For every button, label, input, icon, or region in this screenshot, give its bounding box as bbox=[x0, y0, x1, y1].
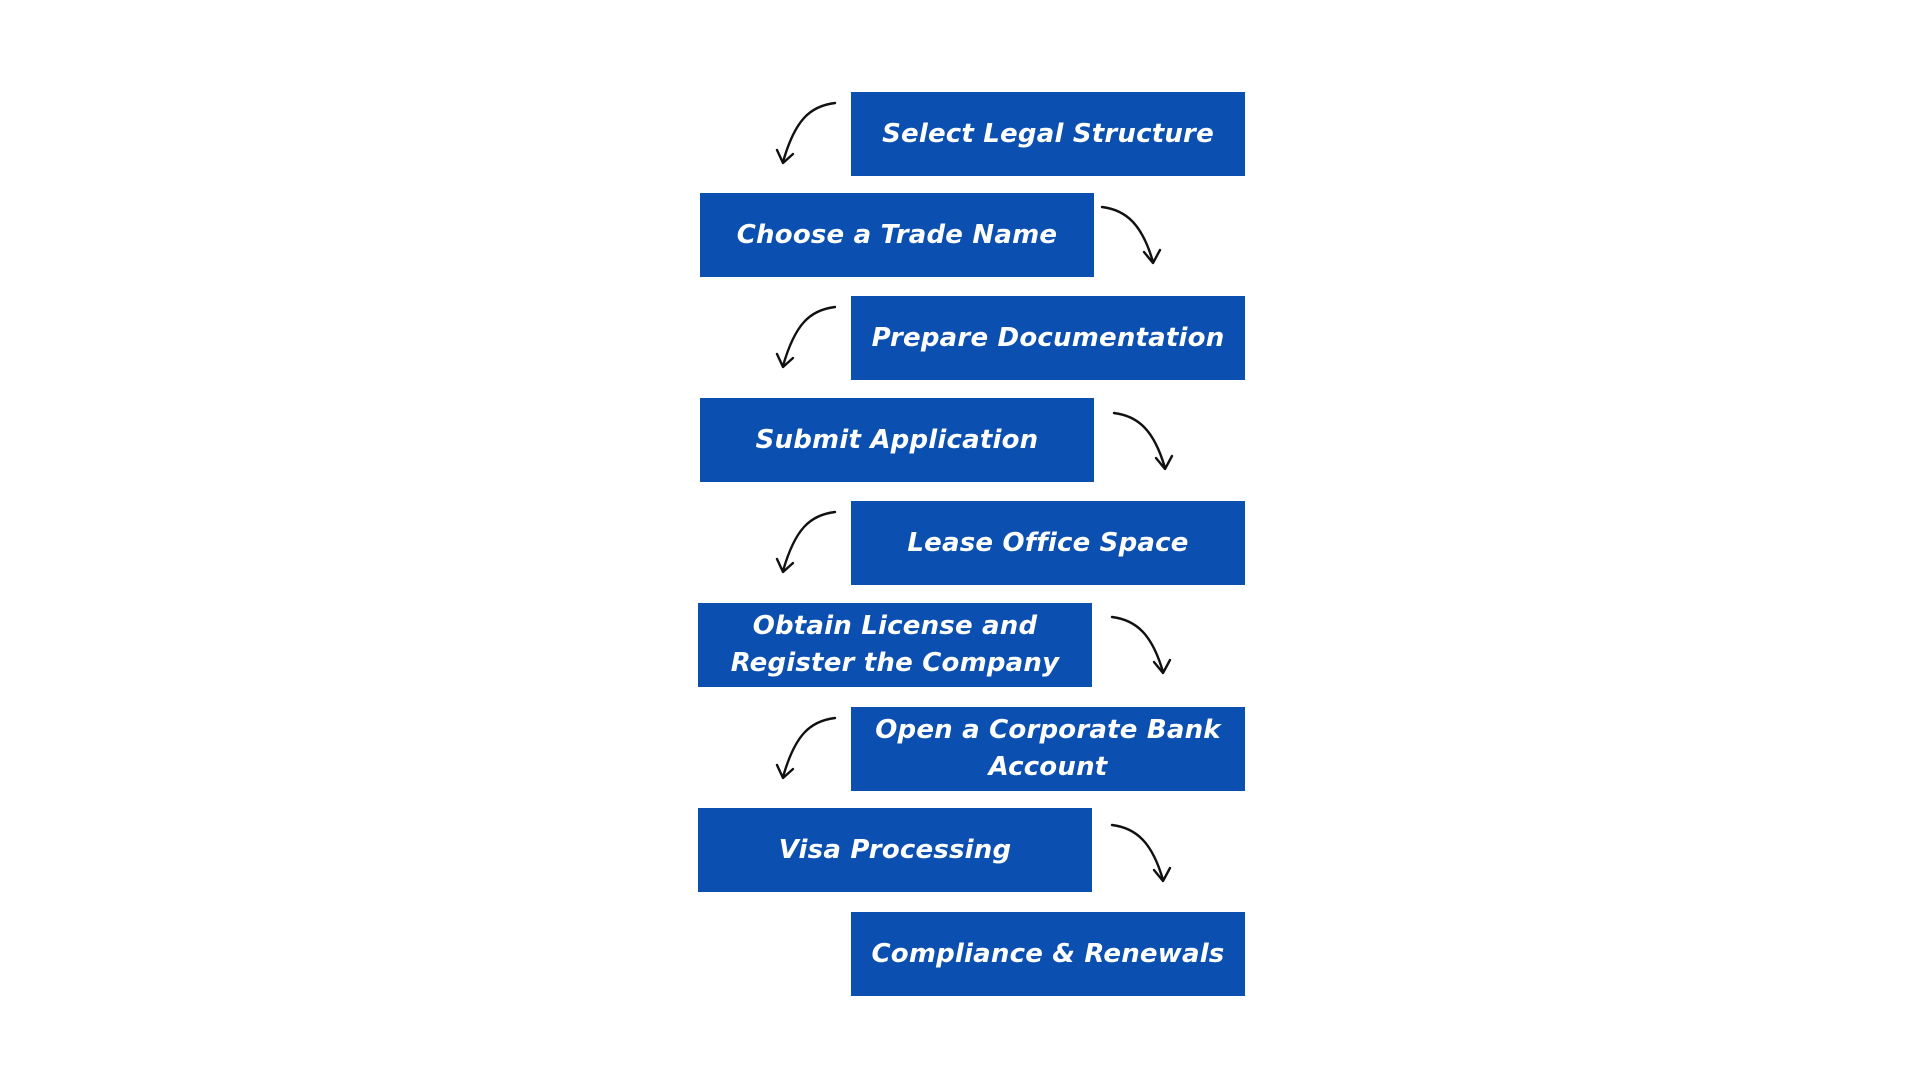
step-lease-office-space: Lease Office Space bbox=[851, 501, 1245, 585]
curved-arrow-icon bbox=[1110, 823, 1172, 883]
step-open-bank-account: Open a Corporate Bank Account bbox=[851, 707, 1245, 791]
curved-arrow-icon bbox=[775, 101, 837, 165]
step-obtain-license: Obtain License and Register the Company bbox=[698, 603, 1092, 687]
step-submit-application: Submit Application bbox=[700, 398, 1094, 482]
curved-arrow-icon bbox=[775, 510, 837, 574]
step-choose-trade-name: Choose a Trade Name bbox=[700, 193, 1094, 277]
step-prepare-documentation: Prepare Documentation bbox=[851, 296, 1245, 380]
curved-arrow-icon bbox=[1100, 205, 1162, 265]
step-compliance-renewals: Compliance & Renewals bbox=[851, 912, 1245, 996]
curved-arrow-icon bbox=[1110, 615, 1172, 675]
step-select-legal-structure: Select Legal Structure bbox=[851, 92, 1245, 176]
curved-arrow-icon bbox=[1112, 411, 1174, 471]
curved-arrow-icon bbox=[775, 716, 837, 780]
curved-arrow-icon bbox=[775, 305, 837, 369]
step-visa-processing: Visa Processing bbox=[698, 808, 1092, 892]
